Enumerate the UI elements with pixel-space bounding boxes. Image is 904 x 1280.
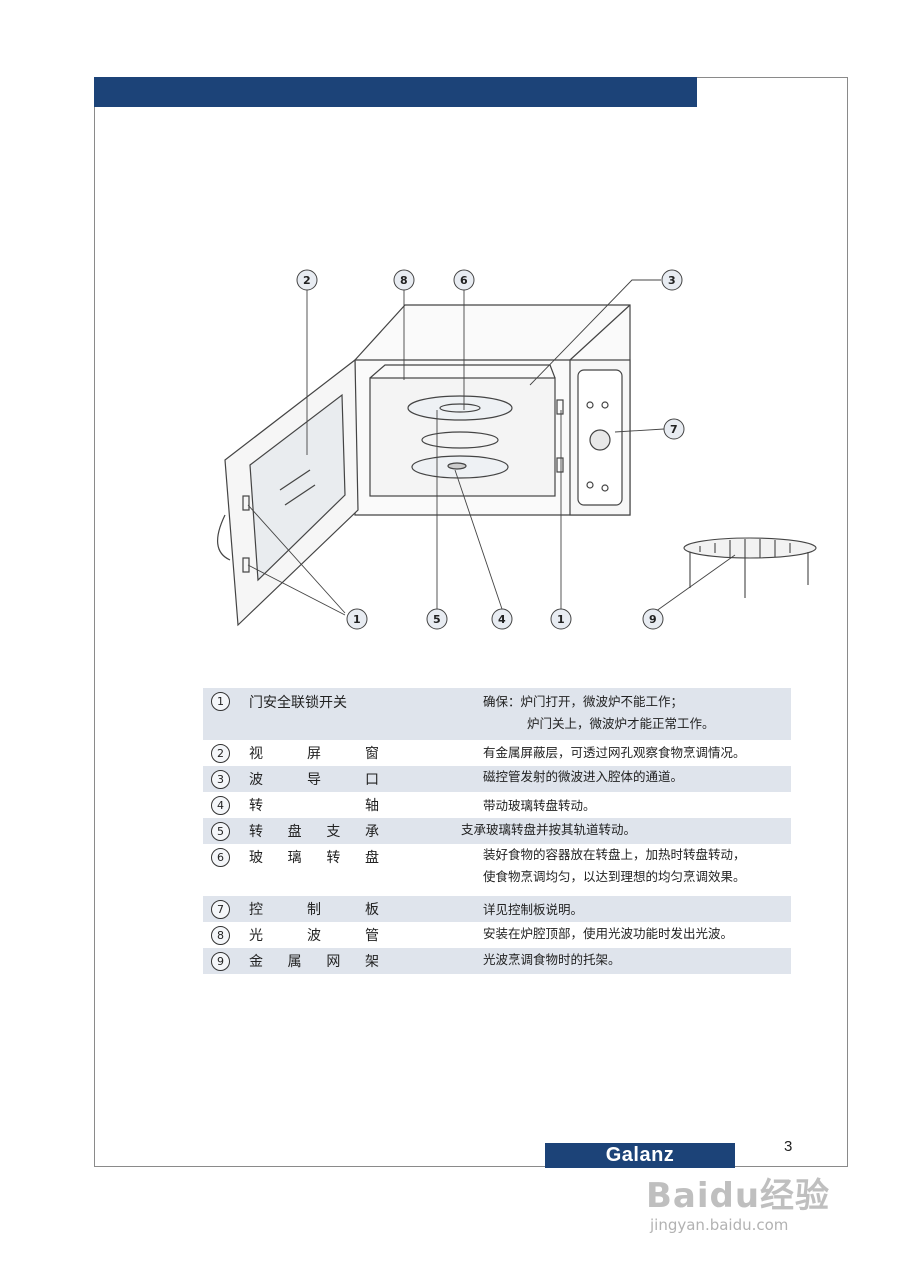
part-description: 磁控管发射的微波进入腔体的通道。 (483, 769, 684, 784)
callout-2: 2 (296, 269, 318, 291)
part-number: 6 (211, 848, 230, 867)
svg-text:3: 3 (668, 274, 676, 287)
parts-table: 1 门安全联锁开关 确保：炉门打开，微波炉不能工作； 炉门关上，微波炉才能正常工… (203, 688, 791, 974)
table-row: 1 门安全联锁开关 确保：炉门打开，微波炉不能工作； 炉门关上，微波炉才能正常工… (203, 688, 791, 740)
callout-9: 9 (642, 608, 664, 630)
part-name: 门安全联锁开关 (249, 695, 347, 711)
part-number: 2 (211, 744, 230, 763)
callout-4: 4 (491, 608, 513, 630)
svg-text:1: 1 (353, 613, 361, 626)
svg-text:9: 9 (649, 613, 657, 626)
callout-1-left: 1 (346, 608, 368, 630)
part-number: 3 (211, 770, 230, 789)
watermark: Baidu经验 jingyan.baidu.com (646, 1150, 866, 1250)
brand-logo: Galanz (545, 1143, 735, 1168)
metal-rack (683, 537, 817, 598)
table-row: 7 控制板 详见控制板说明。 (203, 896, 791, 922)
callout-5: 5 (426, 608, 448, 630)
svg-text:5: 5 (433, 613, 441, 626)
part-number: 1 (211, 692, 230, 711)
callout-6: 6 (453, 269, 475, 291)
svg-text:6: 6 (460, 274, 468, 287)
table-row: 8 光波管 安装在炉腔顶部，使用光波功能时发出光波。 (203, 922, 791, 948)
part-number: 5 (211, 822, 230, 841)
part-number: 8 (211, 926, 230, 945)
svg-text:4: 4 (498, 613, 506, 626)
callout-8: 8 (393, 269, 415, 291)
part-description: 装好食物的容器放在转盘上，加热时转盘转动， 使食物烹调均匀，以达到理想的均匀烹调… (483, 847, 746, 884)
header-bar (94, 77, 697, 107)
part-name: 视屏窗 (249, 746, 379, 762)
watermark-logo: Baidu经验 (646, 1176, 831, 1216)
part-name: 控制板 (249, 902, 379, 918)
part-number: 4 (211, 796, 230, 815)
part-name: 光波管 (249, 928, 379, 944)
table-row: 9 金属网架 光波烹调食物时的托架。 (203, 948, 791, 974)
table-row: 3 波导口 磁控管发射的微波进入腔体的通道。 (203, 766, 791, 792)
part-name: 波导口 (249, 772, 379, 788)
part-description: 详见控制板说明。 (483, 902, 584, 917)
page-number: 3 (784, 1138, 793, 1155)
callout-1-right: 1 (550, 608, 572, 630)
callout-7: 7 (663, 418, 685, 440)
part-name: 转轴 (249, 798, 379, 814)
part-number: 7 (211, 900, 230, 919)
part-description: 有金属屏蔽层，可透过网孔观察食物烹调情况。 (483, 745, 746, 760)
part-description: 安装在炉腔顶部，使用光波功能时发出光波。 (483, 926, 734, 941)
table-row: 4 转轴 带动玻璃转盘转动。 (203, 792, 791, 818)
part-name: 金属网架 (249, 954, 379, 970)
table-row: 2 视屏窗 有金属屏蔽层，可透过网孔观察食物烹调情况。 (203, 740, 791, 766)
part-description: 光波烹调食物时的托架。 (483, 952, 621, 967)
part-description: 支承玻璃转盘并按其轨道转动。 (461, 822, 637, 837)
svg-text:7: 7 (670, 423, 678, 436)
callout-3: 3 (661, 269, 683, 291)
part-description: 确保：炉门打开，微波炉不能工作； 炉门关上，微波炉才能正常工作。 (483, 694, 715, 731)
part-number: 9 (211, 952, 230, 971)
svg-text:8: 8 (400, 274, 408, 287)
watermark-url: jingyan.baidu.com (650, 1216, 789, 1234)
part-description: 带动玻璃转盘转动。 (483, 798, 596, 813)
part-name: 转盘支承 (249, 824, 379, 840)
svg-text:1: 1 (557, 613, 565, 626)
table-row: 6 玻璃转盘 装好食物的容器放在转盘上，加热时转盘转动， 使食物烹调均匀，以达到… (203, 844, 791, 896)
part-name: 玻璃转盘 (249, 850, 379, 866)
table-row: 5 转盘支承 支承玻璃转盘并按其轨道转动。 (203, 818, 791, 844)
svg-text:2: 2 (303, 274, 311, 287)
